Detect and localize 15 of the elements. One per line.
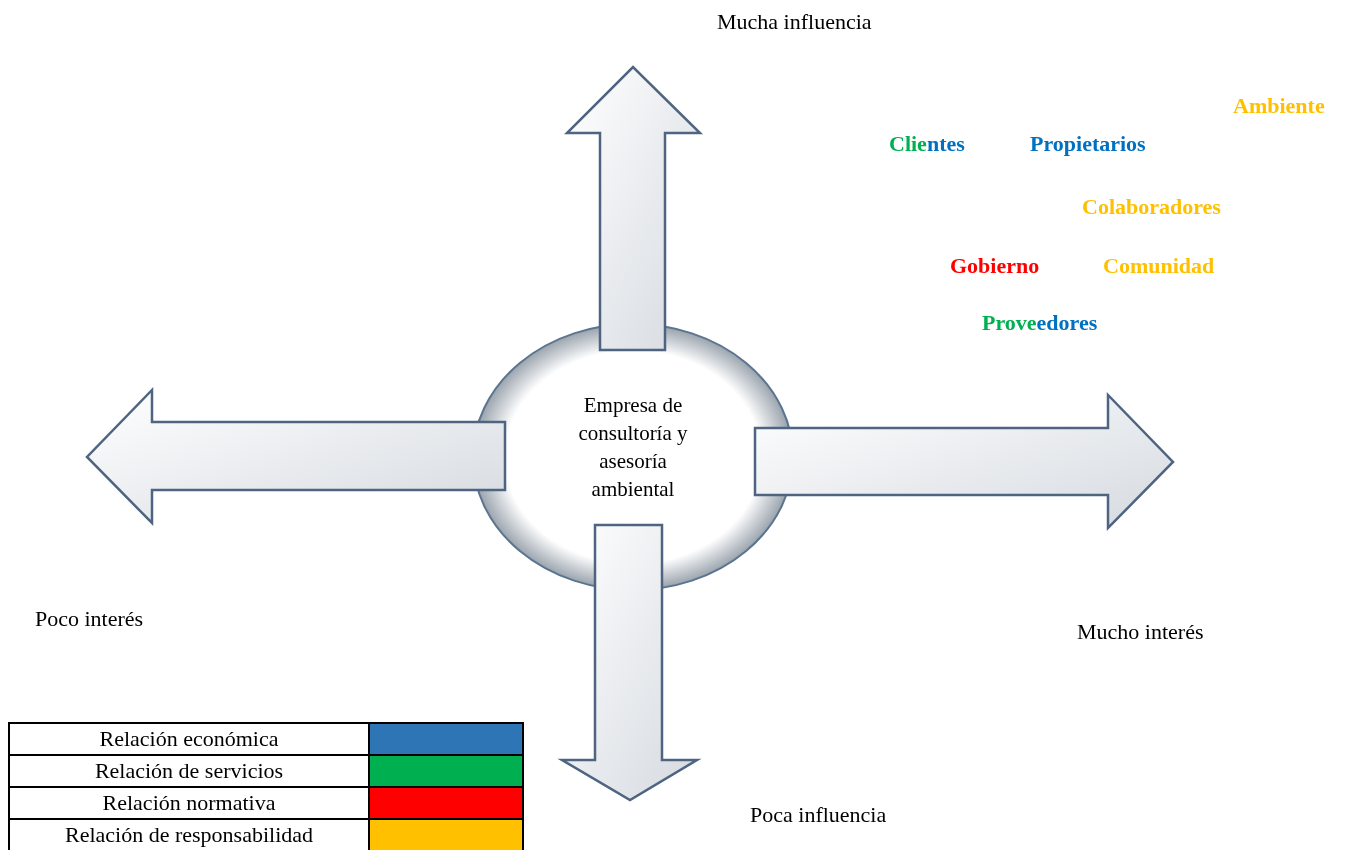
- legend-text: Relación de servicios: [9, 755, 369, 787]
- stakeholder-label: Proveedores: [982, 309, 1098, 337]
- node-text: Empresa de consultoría y asesoría ambiental: [577, 392, 689, 503]
- axis-label: Poco interés: [35, 605, 144, 633]
- legend-text: Relación económica: [9, 723, 369, 755]
- stakeholder-label: Propietarios: [1030, 130, 1146, 158]
- legend-text: Relación normativa: [9, 787, 369, 819]
- axis-label: Mucha influencia: [717, 8, 872, 36]
- stakeholder-label: Ambiente: [1233, 92, 1325, 120]
- stakeholder-label: Clientes: [889, 130, 965, 158]
- axis-label: Poca influencia: [750, 801, 887, 829]
- stakeholder-label: Colaboradores: [1082, 193, 1221, 221]
- stakeholder-label: Gobierno: [950, 252, 1040, 280]
- stakeholder-label: Comunidad: [1103, 252, 1215, 280]
- axis-label: Mucho interés: [1077, 618, 1204, 646]
